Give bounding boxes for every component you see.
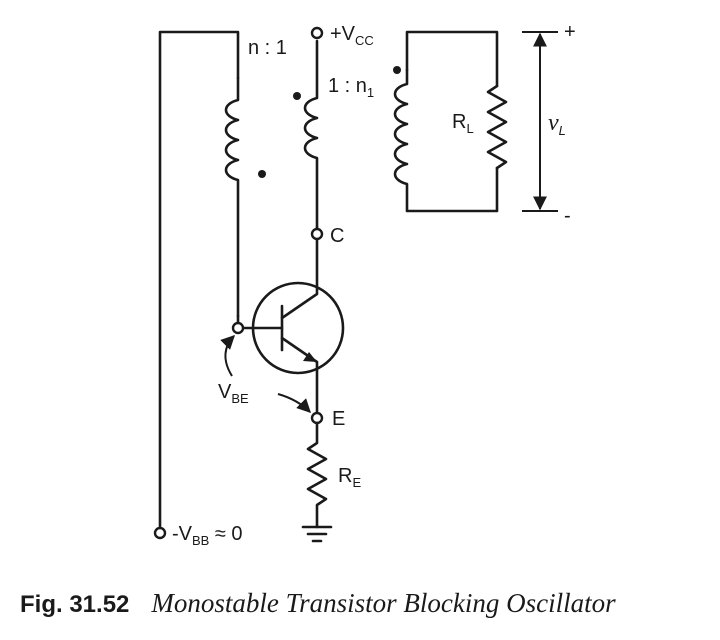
load-resistor-label: RL [452, 111, 474, 136]
vbe-label: VBE [218, 381, 249, 406]
base-winding-feedback-wire [158, 30, 240, 535]
base-lead [236, 314, 284, 330]
base-terminal [231, 321, 245, 335]
vcc-label: +VCC [330, 23, 374, 48]
output-winding-polarity-dot [393, 66, 401, 74]
collector-label: C [330, 225, 344, 247]
figure-number: Fig. 31.52 [20, 591, 130, 618]
emitter-resistor [306, 421, 328, 529]
collector-lead [280, 225, 319, 320]
vbe-arrow-to-base [220, 335, 235, 377]
collector-winding-polarity-dot [293, 92, 301, 100]
output-top-wire [405, 30, 499, 88]
figure-caption: Fig. 31.52 Monostable Transistor Blocking… [20, 588, 710, 619]
emitter-label: E [332, 408, 345, 430]
load-plus-label: + [564, 21, 576, 43]
collector-terminal [310, 227, 324, 241]
load-minus-label: - [564, 205, 571, 227]
vcc-terminal [310, 26, 324, 40]
vbb-label: -VBB ≈ 0 [172, 523, 243, 548]
load-voltage-label: vL [548, 110, 566, 138]
base-winding-polarity-dot [258, 170, 266, 178]
emitter-terminal [310, 411, 324, 425]
base-winding-coil [224, 76, 240, 318]
figure-title: Monostable Transistor Blocking Oscillato… [151, 588, 616, 618]
load-resistor [486, 84, 508, 170]
output-winding-coil [393, 68, 499, 213]
collector-winding-coil [303, 39, 319, 229]
vbb-terminal [153, 526, 167, 540]
emitter-lead [280, 336, 319, 420]
left-turns-ratio: n : 1 [248, 37, 287, 59]
emitter-resistor-label: RE [338, 465, 361, 490]
vbe-arrow-to-emitter [277, 393, 311, 413]
right-turns-ratio: 1 : n1 [328, 75, 374, 100]
emitter-arrow [303, 352, 317, 362]
